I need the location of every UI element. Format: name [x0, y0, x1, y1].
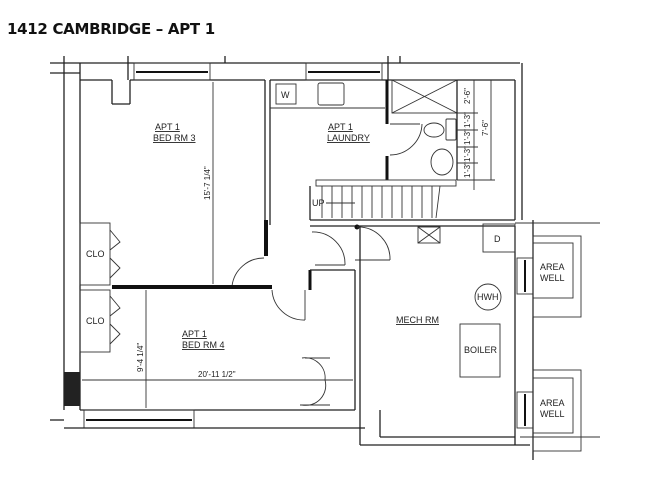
column-hatch — [64, 372, 80, 406]
washer-icon — [275, 83, 297, 105]
area-wells: AREA WELL AREA WELL — [515, 220, 600, 460]
boiler-icon — [459, 323, 501, 378]
bed-room-4: APT 1 BED RM 4 9'-4 1/4" 20'-11 1/2" — [50, 269, 365, 429]
washer-label: W — [281, 90, 290, 100]
sink-icon — [423, 122, 445, 138]
bathroom: 2'-6" 1'-3" 1'-3" 1'-3" 1'-3" 7'-6" — [389, 79, 495, 190]
laundry-fixtures: W APT 1 LAUNDRY — [270, 80, 389, 180]
bed3-label-line2: BED RM 3 — [153, 133, 196, 143]
bed4-label-line2: BED RM 4 — [182, 340, 225, 350]
bed-room-3: APT 1 BED RM 3 15'-7 1/4" — [112, 82, 272, 289]
area-well-1-line2: WELL — [540, 273, 565, 283]
bed4-height-dim: 9'-4 1/4" — [136, 343, 145, 372]
hwh-label: HWH — [477, 292, 499, 302]
area-well-2-line2: WELL — [540, 409, 565, 419]
bed3-height-dim: 15'-7 1/4" — [203, 166, 212, 200]
toilet-tank-icon — [445, 118, 457, 141]
sink-icon — [317, 82, 345, 106]
area-well-2-line1: AREA — [540, 398, 565, 408]
vent-icon — [417, 226, 441, 244]
dryer-icon — [482, 223, 516, 253]
closets: CLO CLO — [79, 222, 121, 353]
bath-dim-seg1: 2'-6" — [463, 88, 472, 104]
bath-dim-seg4: 1'-3" — [463, 146, 472, 162]
page-title: 1412 CAMBRIDGE – APT 1 — [7, 20, 215, 38]
stairs: UP — [309, 179, 515, 227]
dryer-label: D — [494, 234, 501, 244]
bath-dim-seg5: 1'-3" — [463, 162, 472, 178]
toilet-icon — [430, 148, 454, 176]
hwh-icon — [474, 283, 502, 311]
closet-lower-label: CLO — [86, 316, 105, 326]
laundry-label-line2: LAUNDRY — [327, 133, 370, 143]
stairs-up-label: UP — [312, 198, 325, 208]
bed4-width-dim: 20'-11 1/2" — [198, 370, 236, 379]
bed3-label-line1: APT 1 — [155, 122, 180, 132]
boiler-label: BOILER — [464, 345, 498, 355]
bath-dim-seg3: 1'-3" — [463, 129, 472, 145]
bath-dim-total: 7'-6" — [481, 120, 490, 136]
mech-room-label: MECH RM — [396, 315, 439, 325]
laundry-label-line1: APT 1 — [328, 122, 353, 132]
bed4-label-line1: APT 1 — [182, 329, 207, 339]
area-well-1-line1: AREA — [540, 262, 565, 272]
bath-dim-seg2: 1'-3" — [463, 112, 472, 128]
hall-doors — [231, 220, 391, 321]
exterior-walls — [50, 56, 523, 410]
closet-upper-label: CLO — [86, 249, 105, 259]
mech-room: D HWH MECH RM BOILER — [359, 223, 530, 446]
